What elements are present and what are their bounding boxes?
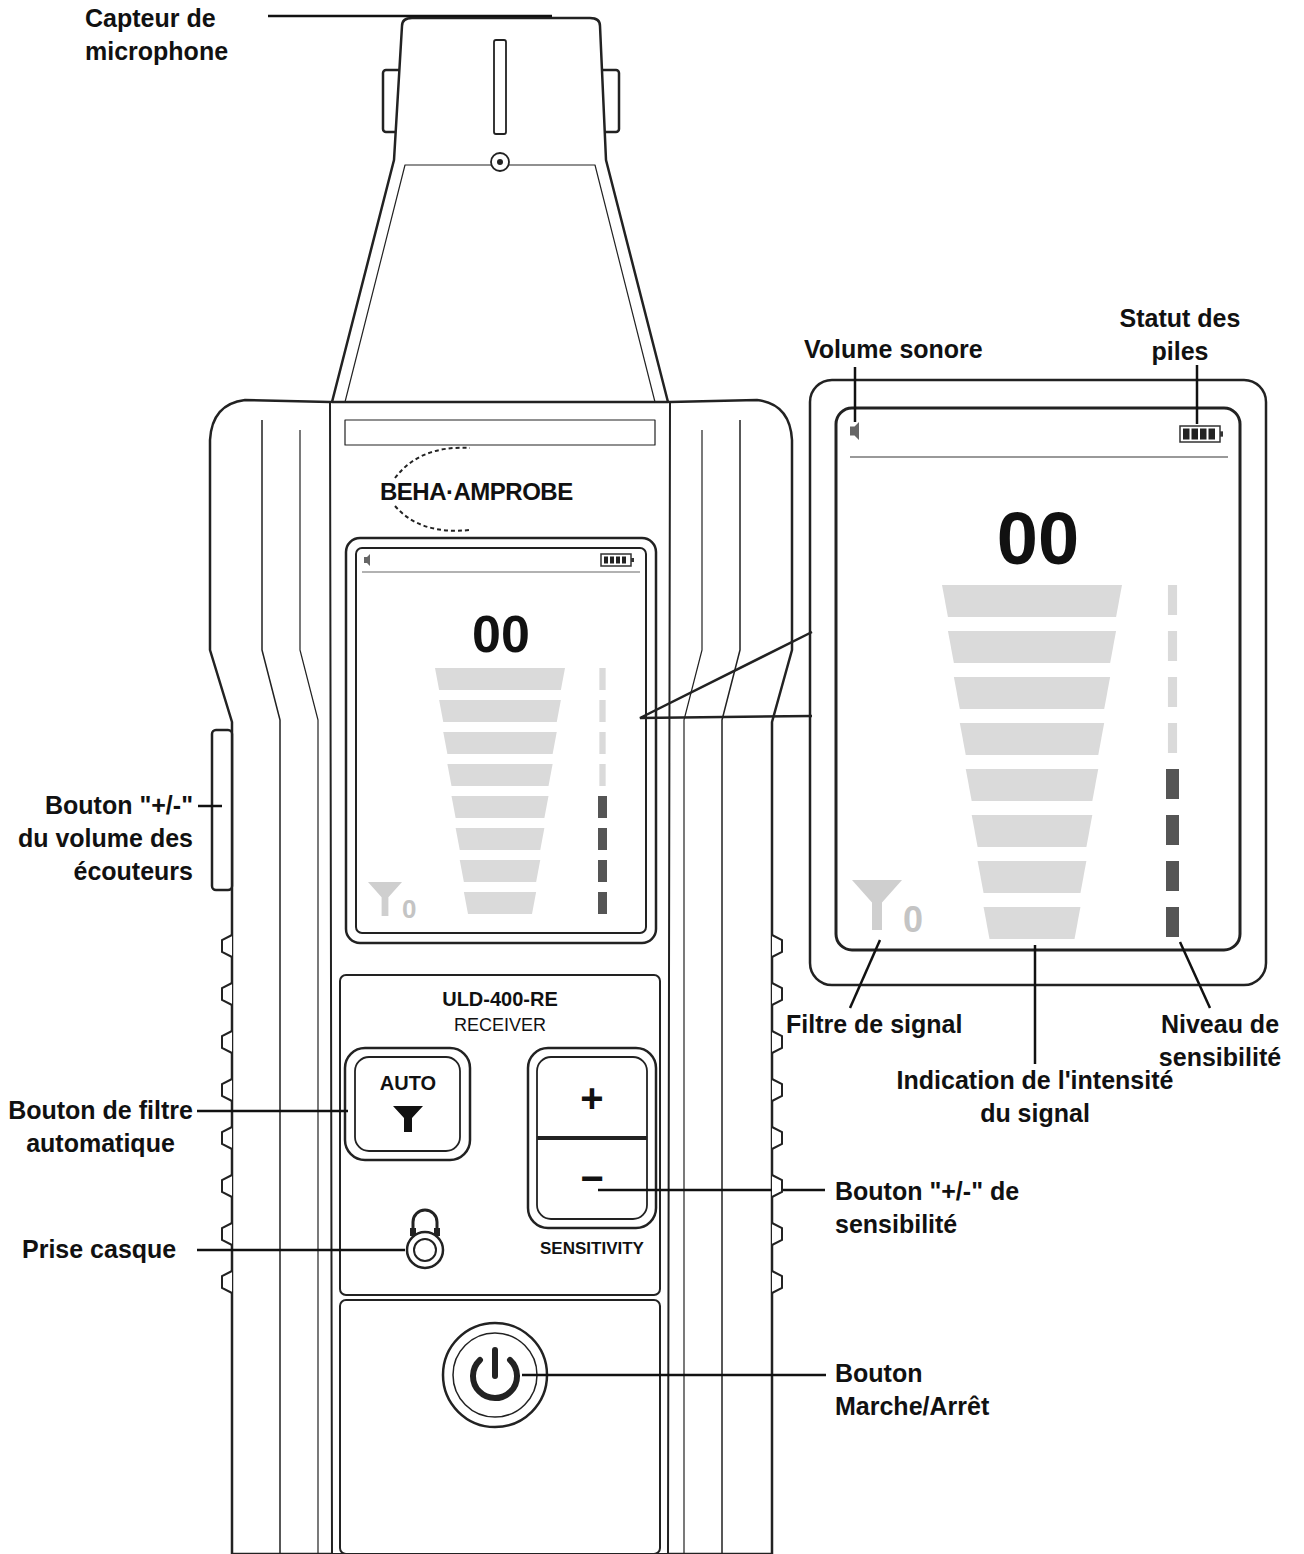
signal-bar — [435, 668, 565, 690]
auto-filter-button: AUTO — [356, 1058, 460, 1150]
grip-ridge — [772, 983, 782, 1005]
callout-label: Volume sonore — [804, 333, 983, 366]
callout-label: Bouton "+/-" du volume des écouteurs — [8, 789, 193, 888]
sensitivity-tick — [1168, 631, 1177, 661]
grip-ridge — [772, 1127, 782, 1149]
signal-bar — [443, 732, 557, 754]
signal-bar — [954, 677, 1110, 709]
grip-ridge — [772, 1271, 782, 1293]
grip-ridge — [772, 935, 782, 957]
brand-logo: BEHA·AMPROBE — [380, 476, 573, 508]
grip-ridge — [222, 1175, 232, 1197]
signal-bar — [948, 631, 1116, 663]
sensitivity-tick — [599, 668, 605, 690]
display-screen: 00 — [358, 548, 644, 932]
signal-bar — [972, 815, 1093, 847]
grip-ridge — [772, 1175, 782, 1197]
sensitivity-tick — [1166, 861, 1179, 891]
signal-bar — [447, 764, 552, 786]
filter-icon — [368, 882, 402, 916]
callout-label: Prise casque — [22, 1233, 176, 1266]
panel-label: SENSITIVITY — [512, 1238, 672, 1260]
sensitivity-tick — [1166, 907, 1179, 937]
signal-bar — [439, 700, 561, 722]
sensitivity-tick — [599, 732, 605, 754]
sensitivity-tick — [1168, 585, 1177, 615]
sensitivity-tick — [598, 860, 607, 882]
sensitivity-tick — [598, 796, 607, 818]
callout-label: Bouton "+/-" de sensibilité — [835, 1175, 1040, 1241]
signal-bar — [456, 828, 545, 850]
grip-ridge — [222, 1031, 232, 1053]
callout-label: Niveau de sensibilité — [1140, 1008, 1300, 1074]
speaker-icon — [850, 422, 859, 440]
button-text: 00 — [838, 502, 1238, 576]
speaker-icon — [364, 554, 370, 566]
sensitivity-tick — [1166, 769, 1179, 799]
grip-ridge — [772, 1223, 782, 1245]
sensitivity-tick — [599, 700, 605, 722]
sensitivity-tick — [1166, 815, 1179, 845]
grip-ridge — [772, 1031, 782, 1053]
callout-label: Capteur de microphone — [85, 2, 275, 68]
battery-icon — [1180, 426, 1220, 442]
callout-label: Statut des piles — [1090, 302, 1270, 368]
filter-value: 0 — [903, 896, 923, 944]
sensitivity-button: +− — [538, 1058, 646, 1218]
callout-label: Bouton Marche/Arrêt — [835, 1357, 1045, 1423]
callout-label: Filtre de signal — [786, 1008, 962, 1041]
sensitivity-tick — [598, 828, 607, 850]
grip-ridge — [222, 1271, 232, 1293]
button-text: − — [538, 1158, 646, 1198]
model-label: RECEIVER — [420, 1014, 580, 1038]
grip-ridge — [222, 1223, 232, 1245]
signal-bar — [460, 860, 541, 882]
signal-bar — [984, 907, 1081, 939]
sensitivity-tick — [599, 764, 605, 786]
grip-ridge — [222, 1079, 232, 1101]
sensitivity-tick — [1168, 677, 1177, 707]
signal-bar — [464, 892, 536, 914]
callout-label: Indication de l'intensité du signal — [880, 1064, 1190, 1130]
signal-bar — [452, 796, 549, 818]
grip-ridge — [222, 935, 232, 957]
sensitivity-tick — [598, 892, 607, 914]
model-label: ULD-400-RE — [420, 986, 580, 1012]
grip-ridge — [222, 1127, 232, 1149]
filter-icon — [852, 880, 902, 930]
grip-ridge — [222, 983, 232, 1005]
signal-bar — [966, 769, 1099, 801]
signal-bar — [960, 723, 1104, 755]
signal-bar — [942, 585, 1122, 617]
grip-ridge — [772, 1079, 782, 1101]
zoomed-display: 00 — [838, 410, 1238, 948]
filter-value: 0 — [402, 892, 416, 926]
button-text: + — [538, 1078, 646, 1118]
callout-label: Bouton de filtre automatique — [8, 1094, 193, 1160]
button-text: 00 — [358, 608, 644, 660]
battery-icon — [601, 554, 631, 566]
button-text: AUTO — [356, 1073, 460, 1093]
signal-bar — [978, 861, 1087, 893]
sensitivity-tick — [1168, 723, 1177, 753]
